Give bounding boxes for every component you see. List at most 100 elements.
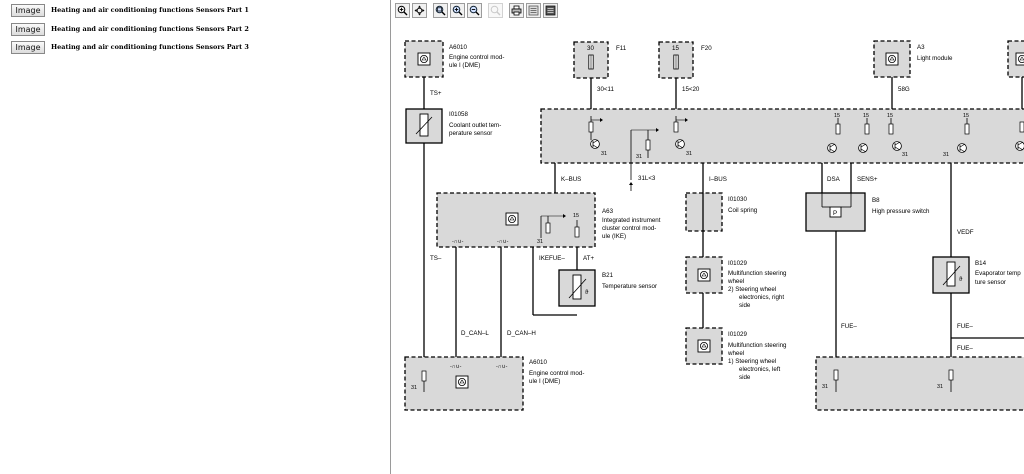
i01029b-line-4: electronics, left: [739, 366, 781, 373]
pin-15-label: 15: [834, 113, 840, 119]
a6010-top-name-2: ule I (DME): [449, 62, 480, 69]
pan-button[interactable]: [412, 2, 427, 18]
list-item-link[interactable]: Heating and air conditioning functions S…: [51, 6, 249, 14]
image-list-panel: Image Heating and air conditioning funct…: [0, 0, 390, 474]
a6010-top-module[interactable]: A6010 Engine control mod- ule I (DME): [404, 40, 504, 78]
wire-15-20-label: 15<20: [682, 86, 700, 93]
i01029a-line-1: Multifunction steering: [728, 270, 787, 277]
a6010-bottom-module[interactable]: -∩∪- -∩∪- 31 A6010 Engine control mod- u…: [404, 356, 584, 411]
image-button[interactable]: Image: [11, 3, 45, 17]
zoom-out-button[interactable]: [467, 2, 482, 18]
wire-dcan-h-label: D_CAN–H: [507, 330, 536, 337]
list-item: Image Heating and air conditioning funct…: [11, 40, 249, 54]
image-button[interactable]: Image: [11, 22, 45, 36]
list-item-link[interactable]: Heating and air conditioning functions S…: [51, 43, 249, 51]
wire-at-plus-label: AT+: [583, 255, 594, 262]
f20-fuse[interactable]: 15 F20: [658, 41, 712, 79]
print-button[interactable]: [509, 2, 524, 18]
a6010-bot-id: A6010: [529, 359, 547, 366]
i01058-name-1: Coolant outlet tem-: [449, 122, 501, 129]
a63-id: A63: [602, 208, 614, 215]
wire-dcan-l-label: D_CAN–L: [461, 330, 489, 337]
svg-text:-∩∪-: -∩∪-: [450, 364, 462, 370]
wire-kbus-label: K–BUS: [561, 176, 581, 183]
pin-15-label: 15: [963, 113, 969, 119]
i01058-coolant-sensor[interactable]: I01058 Coolant outlet tem- perature sens…: [405, 108, 501, 144]
wire-ibus-label: I–BUS: [709, 176, 727, 183]
viewer-toolbar: [395, 1, 560, 19]
wire-fue-label: FUE–: [841, 323, 857, 330]
b14-evaporator-sensor[interactable]: ϑ B14 Evaporator temp ture sensor: [932, 256, 1021, 294]
i01029-steering-wheel-left[interactable]: I01029 Multifunction steering wheel 1) S…: [685, 327, 787, 381]
svg-text:-∩∪-: -∩∪-: [497, 239, 509, 245]
zoom-in-button[interactable]: [395, 2, 410, 18]
pan-icon: [414, 5, 425, 15]
page-next-icon: [545, 5, 556, 15]
wire-fue-label: FUE–: [957, 345, 973, 352]
b8-name: High pressure switch: [872, 208, 930, 215]
wiring-diagram[interactable]: A6010 Engine control mod- ule I (DME) TS…: [391, 22, 1024, 474]
i01029b-line-3: 1) Steering wheel: [728, 358, 776, 365]
print-icon: [511, 5, 522, 15]
zoom-disabled-icon: [490, 5, 501, 15]
b14-id: B14: [975, 260, 987, 267]
i01030-id: I01030: [728, 196, 747, 203]
frame-divider[interactable]: [390, 0, 391, 474]
i01030-name: Coil spring: [728, 207, 758, 214]
f20-pin: 15: [672, 45, 679, 52]
i01058-name-2: perature sensor: [449, 130, 492, 137]
wire-vedf-label: VEDF: [957, 229, 974, 236]
b21-temperature-sensor[interactable]: ϑ B21 Temperature sensor: [558, 269, 657, 307]
bottom-right-module[interactable]: 31 31: [815, 356, 1024, 411]
a6010-top-name-1: Engine control mod-: [449, 54, 504, 61]
zoom-fit-icon: [452, 5, 463, 15]
zoom-window-button[interactable]: [433, 2, 448, 18]
diagram-viewer: A6010 Engine control mod- ule I (DME) TS…: [391, 0, 1024, 474]
a6010-bot-name-2: ule I (DME): [529, 378, 560, 385]
ground-label: 31: [943, 152, 949, 158]
a63-name-1: Integrated instrument: [602, 217, 661, 224]
image-button[interactable]: Image: [11, 40, 45, 54]
page-next-button[interactable]: [543, 2, 558, 18]
list-item: Image Heating and air conditioning funct…: [11, 22, 249, 36]
wire-sens-plus-label: SENS+: [857, 176, 878, 183]
list-item-link[interactable]: Heating and air conditioning functions S…: [51, 25, 249, 33]
pressure-symbol: P: [833, 210, 837, 217]
b8-high-pressure-switch[interactable]: P B8 High pressure switch: [805, 192, 930, 232]
a3-name: Light module: [917, 55, 953, 62]
ground-label: 31: [411, 385, 417, 391]
i01029a-id: I01029: [728, 260, 747, 267]
b21-id: B21: [602, 272, 614, 279]
page-prev-icon: [528, 5, 539, 15]
ground-label: 31: [686, 151, 692, 157]
a6010-bot-name-1: Engine control mod-: [529, 370, 584, 377]
a63-name-3: ule (IKE): [602, 233, 626, 240]
zoom-disabled-button[interactable]: [488, 2, 503, 18]
ground-label: 31: [537, 239, 543, 245]
a63-name-2: cluster control mod-: [602, 225, 656, 232]
i01030-coil-spring[interactable]: I01030 Coil spring: [685, 192, 758, 232]
wire-fue-label: FUE–: [957, 323, 973, 330]
wire-ts-plus-label: TS+: [430, 90, 442, 97]
svg-text:-∩∪-: -∩∪-: [496, 364, 508, 370]
zoom-fit-button[interactable]: [450, 2, 465, 18]
a3-light-module[interactable]: A3 Light module: [873, 40, 953, 78]
a63-instrument-cluster[interactable]: -∩∪- -∩∪- 31 15 A63 Integrated instrumen…: [436, 192, 661, 248]
page-prev-button[interactable]: [526, 2, 541, 18]
b21-name: Temperature sensor: [602, 283, 657, 290]
a3-module-body[interactable]: 31 31 31 15 15 15: [540, 108, 1024, 180]
wire-ts-minus-label: TS–: [430, 255, 442, 262]
i01029b-line-2: wheel: [727, 350, 744, 357]
ground-label: 31: [636, 154, 642, 160]
f11-fuse[interactable]: 30 F11: [573, 41, 627, 79]
pin-15-label: 15: [863, 113, 869, 119]
b14-name-1: Evaporator temp: [975, 270, 1021, 277]
b14-name-2: ture sensor: [975, 279, 1006, 286]
ground-label: 31: [601, 151, 607, 157]
f20-id: F20: [701, 45, 712, 52]
wire-58g-label: 58G: [898, 86, 910, 93]
pin-15-label: 15: [573, 213, 579, 219]
zoom-window-icon: [435, 5, 446, 15]
i01029-steering-wheel-right[interactable]: I01029 Multifunction steering wheel 2) S…: [685, 256, 787, 309]
i01029a-line-4: electronics, right: [739, 294, 784, 301]
